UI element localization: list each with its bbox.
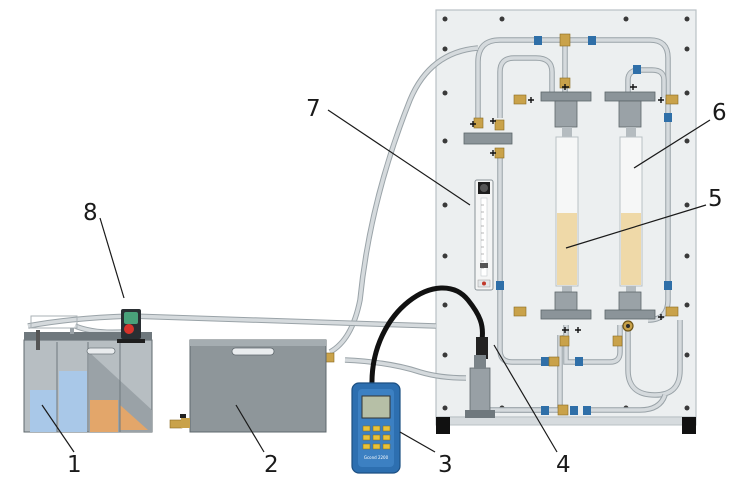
brass-fittings (169, 33, 679, 429)
meter-model-text: Gcond 2200 (364, 455, 389, 460)
leader-lines (41, 109, 711, 453)
label-4: 4 (556, 452, 571, 478)
label-3: 3 (438, 452, 453, 478)
label-8: 8 (83, 200, 98, 226)
pump-icon (117, 309, 145, 343)
collection-tank (180, 339, 327, 433)
measuring-cell-icon (465, 337, 495, 418)
ion-exchange-column-right (604, 84, 664, 332)
conductivity-meter-icon (351, 285, 485, 474)
label-6: 6 (712, 100, 727, 126)
label-5: 5 (708, 186, 723, 212)
tube-couplings (496, 36, 672, 415)
ion-exchange-column-left (528, 84, 592, 333)
feed-tank (23, 315, 153, 433)
tubing (27, 37, 683, 413)
label-2: 2 (264, 452, 279, 478)
label-1: 1 (67, 452, 82, 478)
label-7: 7 (306, 96, 321, 122)
valve-block (463, 118, 513, 156)
flowmeter-icon (474, 179, 494, 291)
